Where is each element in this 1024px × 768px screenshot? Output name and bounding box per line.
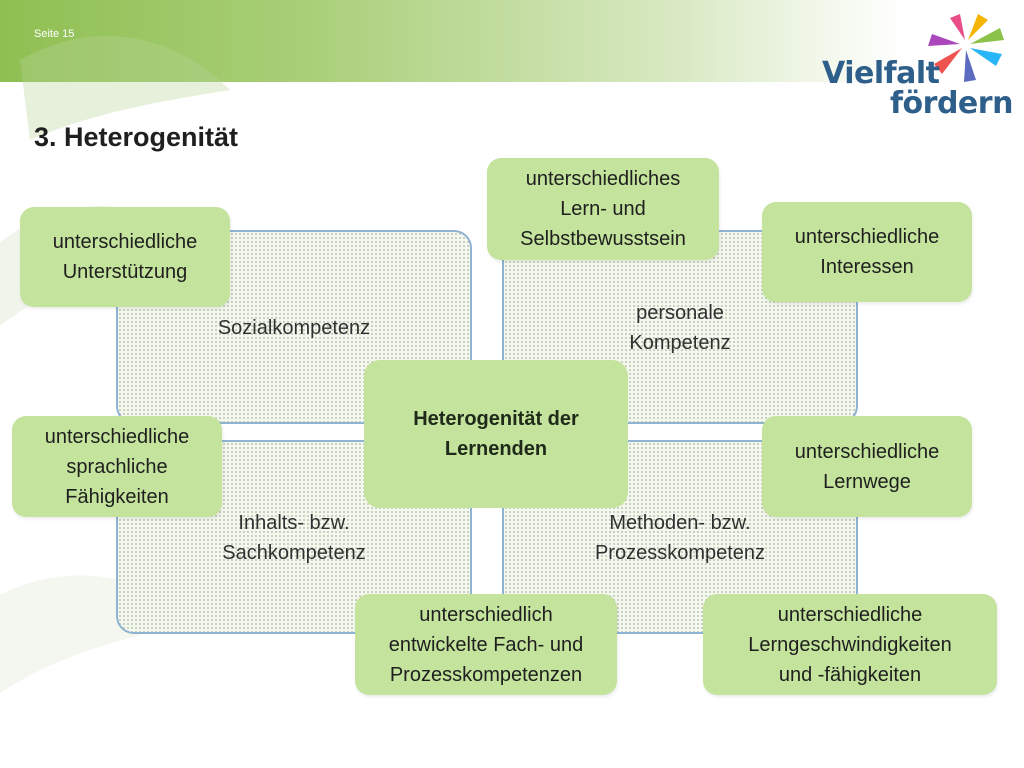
quadrant-label-social: Sozialkompetenz	[116, 313, 472, 343]
quadrant-label-line: Sachkompetenz	[222, 542, 366, 564]
quadrant-label-line: Kompetenz	[629, 332, 731, 354]
center-line: Heterogenität der	[413, 408, 579, 430]
box-line: unterschiedliche	[794, 226, 940, 248]
box-competencies: unterschiedlich entwickelte Fach- und Pr…	[355, 594, 617, 695]
box-interests: unterschiedliche Interessen	[762, 202, 972, 302]
box-support: unterschiedliche Unterstützung	[20, 207, 230, 307]
box-line: Interessen	[820, 256, 914, 278]
center-box-heterogeneity: Heterogenität der Lernenden	[364, 360, 628, 508]
quadrant-label-line: Prozesskompetenz	[594, 542, 766, 564]
box-line: Unterstützung	[62, 261, 188, 283]
box-line: Prozesskompetenzen	[389, 663, 583, 686]
box-line: Selbstbewusstsein	[520, 228, 686, 250]
quadrant-label-line: personale	[636, 302, 724, 324]
quadrant-label-line: Sozialkompetenz	[217, 317, 371, 339]
header-band	[0, 0, 1024, 82]
logo-arrows-icon	[928, 14, 1004, 82]
center-line: Lernenden	[444, 438, 548, 460]
box-line: und -fähigkeiten	[778, 663, 922, 686]
quadrant-label-line: Inhalts- bzw.	[238, 512, 350, 534]
box-line: entwickelte Fach- und	[388, 633, 584, 656]
box-language: unterschiedliche sprachliche Fähigkeiten	[12, 416, 222, 517]
box-line: unterschiedliche	[777, 603, 923, 626]
box-line: unterschiedliches	[525, 168, 681, 190]
box-line: Lernwege	[823, 470, 911, 493]
logo-text-line1: Vielfalt	[822, 56, 940, 91]
quadrant-label-content: Inhalts- bzw. Sachkompetenz	[116, 508, 472, 568]
box-learning-speed: unterschiedliche Lerngeschwindigkeiten u…	[703, 594, 997, 695]
box-line: unterschiedliche	[794, 440, 940, 463]
box-line: Lerngeschwindigkeiten	[748, 633, 952, 656]
logo: Vielfalt fördern	[820, 10, 1013, 121]
page-number: Seite 15	[34, 28, 75, 40]
page-title: 3. Heterogenität	[34, 122, 239, 152]
box-line: unterschiedliche	[44, 425, 190, 448]
box-learning-paths: unterschiedliche Lernwege	[762, 416, 972, 517]
box-line: sprachliche	[66, 455, 168, 478]
box-line: unterschiedliche	[52, 231, 198, 253]
box-line: Fähigkeiten	[65, 485, 169, 508]
quadrant-label-method: Methoden- bzw. Prozesskompetenz	[502, 508, 858, 568]
logo-text-line2: fördern	[890, 86, 1013, 121]
quadrant-label-line: Methoden- bzw.	[609, 512, 751, 534]
quadrant-label-personal: personale Kompetenz	[502, 298, 858, 358]
box-line: Lern- und	[560, 198, 646, 220]
box-learning-confidence: unterschiedliches Lern- und Selbstbewuss…	[487, 158, 719, 260]
box-line: unterschiedlich	[419, 603, 553, 626]
